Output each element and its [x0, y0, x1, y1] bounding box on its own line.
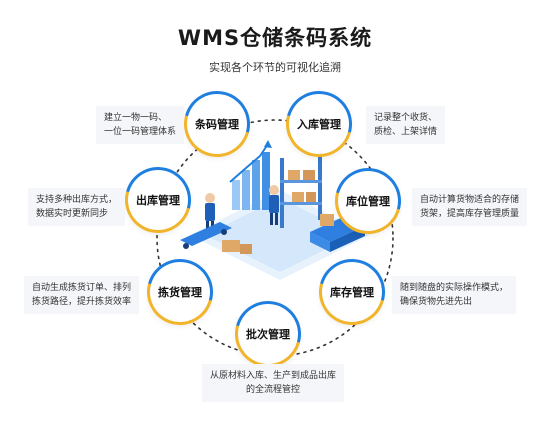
inbound-management-node[interactable]: 入库管理	[289, 94, 349, 154]
barcode-management-label: 条码管理	[195, 118, 239, 131]
shelf-graphic	[280, 150, 322, 228]
worker-graphic	[205, 185, 279, 233]
barcode-management-node[interactable]: 条码管理	[187, 94, 247, 154]
cart-graphic	[180, 222, 252, 254]
page-title: WMS仓储条码系统	[177, 26, 373, 50]
page-subtitle: 实现各个环节的可视化追溯	[209, 61, 341, 74]
inventory-management-label: 库存管理	[330, 286, 374, 299]
picking-management-node[interactable]: 拣货管理	[150, 262, 210, 322]
location-management-description: 自动计算货物适合的存储 货架，提高库存管理质量	[412, 188, 528, 226]
outbound-management-label: 出库管理	[136, 194, 180, 207]
inventory-management-node[interactable]: 库存管理	[322, 262, 382, 322]
barcode-management-description: 建立一物一码、 一位一码管理体系	[96, 106, 185, 144]
batch-management-description: 从原材料入库、生产到成品出库 的全流程管控	[202, 364, 345, 402]
picking-management-label: 拣货管理	[158, 286, 202, 299]
batch-management-label: 批次管理	[246, 328, 290, 341]
inbound-management-description: 记录整个收货、 质检、上架详情	[366, 106, 446, 144]
outbound-management-node[interactable]: 出库管理	[128, 170, 188, 230]
inbound-management-label: 入库管理	[297, 118, 341, 131]
batch-management-node[interactable]: 批次管理	[238, 304, 298, 364]
location-management-node[interactable]: 库位管理	[338, 171, 398, 231]
bar-chart-graphic	[229, 140, 272, 210]
picking-management-description: 自动生成拣货订单、排列 拣货路径，提升拣货效率	[24, 276, 140, 314]
outbound-management-description: 支持多种出库方式， 数据实时更新同步	[28, 188, 126, 226]
location-management-label: 库位管理	[346, 195, 390, 208]
inventory-management-description: 随到随盘的实际操作模式， 确保货物先进先出	[392, 276, 517, 314]
